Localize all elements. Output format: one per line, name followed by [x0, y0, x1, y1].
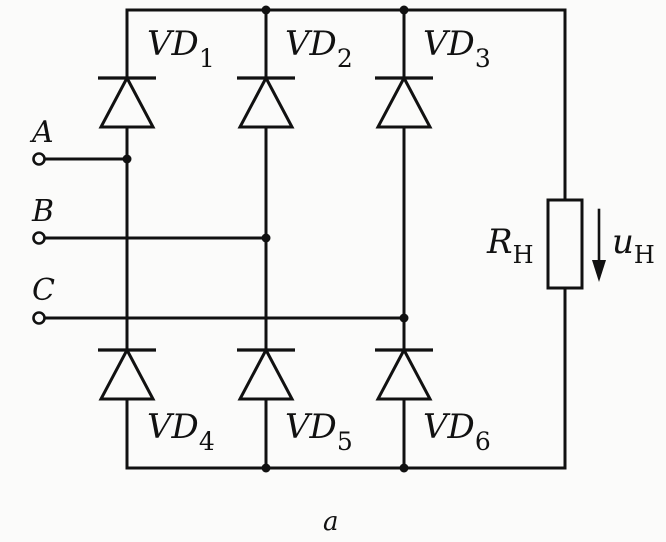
- junction-bottom-3: [399, 463, 409, 473]
- junction-top-2: [261, 5, 271, 15]
- diode-vd1: [98, 74, 156, 129]
- voltage-arrow-icon: [592, 208, 606, 282]
- label-vd4: VD4: [147, 407, 215, 456]
- diode-vd3: [375, 74, 433, 129]
- label-vd1: VD1: [147, 24, 215, 73]
- junction-a: [122, 154, 132, 164]
- diode-vd2: [237, 74, 295, 129]
- label-voltage: uH: [612, 222, 655, 269]
- label-input-a: A: [29, 115, 54, 150]
- terminal-a: [32, 152, 46, 166]
- figure-caption: а: [323, 507, 339, 537]
- label-vd3: VD3: [423, 24, 491, 73]
- diode-vd6: [375, 346, 433, 401]
- junction-b: [261, 233, 271, 243]
- label-input-c: C: [32, 273, 55, 308]
- label-vd2: VD2: [285, 24, 353, 73]
- load-resistor: [546, 198, 584, 290]
- label-input-b: B: [31, 194, 54, 229]
- label-load: RH: [486, 222, 534, 269]
- label-vd5: VD5: [285, 407, 353, 456]
- diode-vd4: [98, 346, 156, 401]
- label-vd6: VD6: [423, 407, 491, 456]
- junction-c: [399, 313, 409, 323]
- terminal-b: [32, 231, 46, 245]
- junction-top-3: [399, 5, 409, 15]
- terminal-c: [32, 311, 46, 325]
- junction-bottom-2: [261, 463, 271, 473]
- diode-vd5: [237, 346, 295, 401]
